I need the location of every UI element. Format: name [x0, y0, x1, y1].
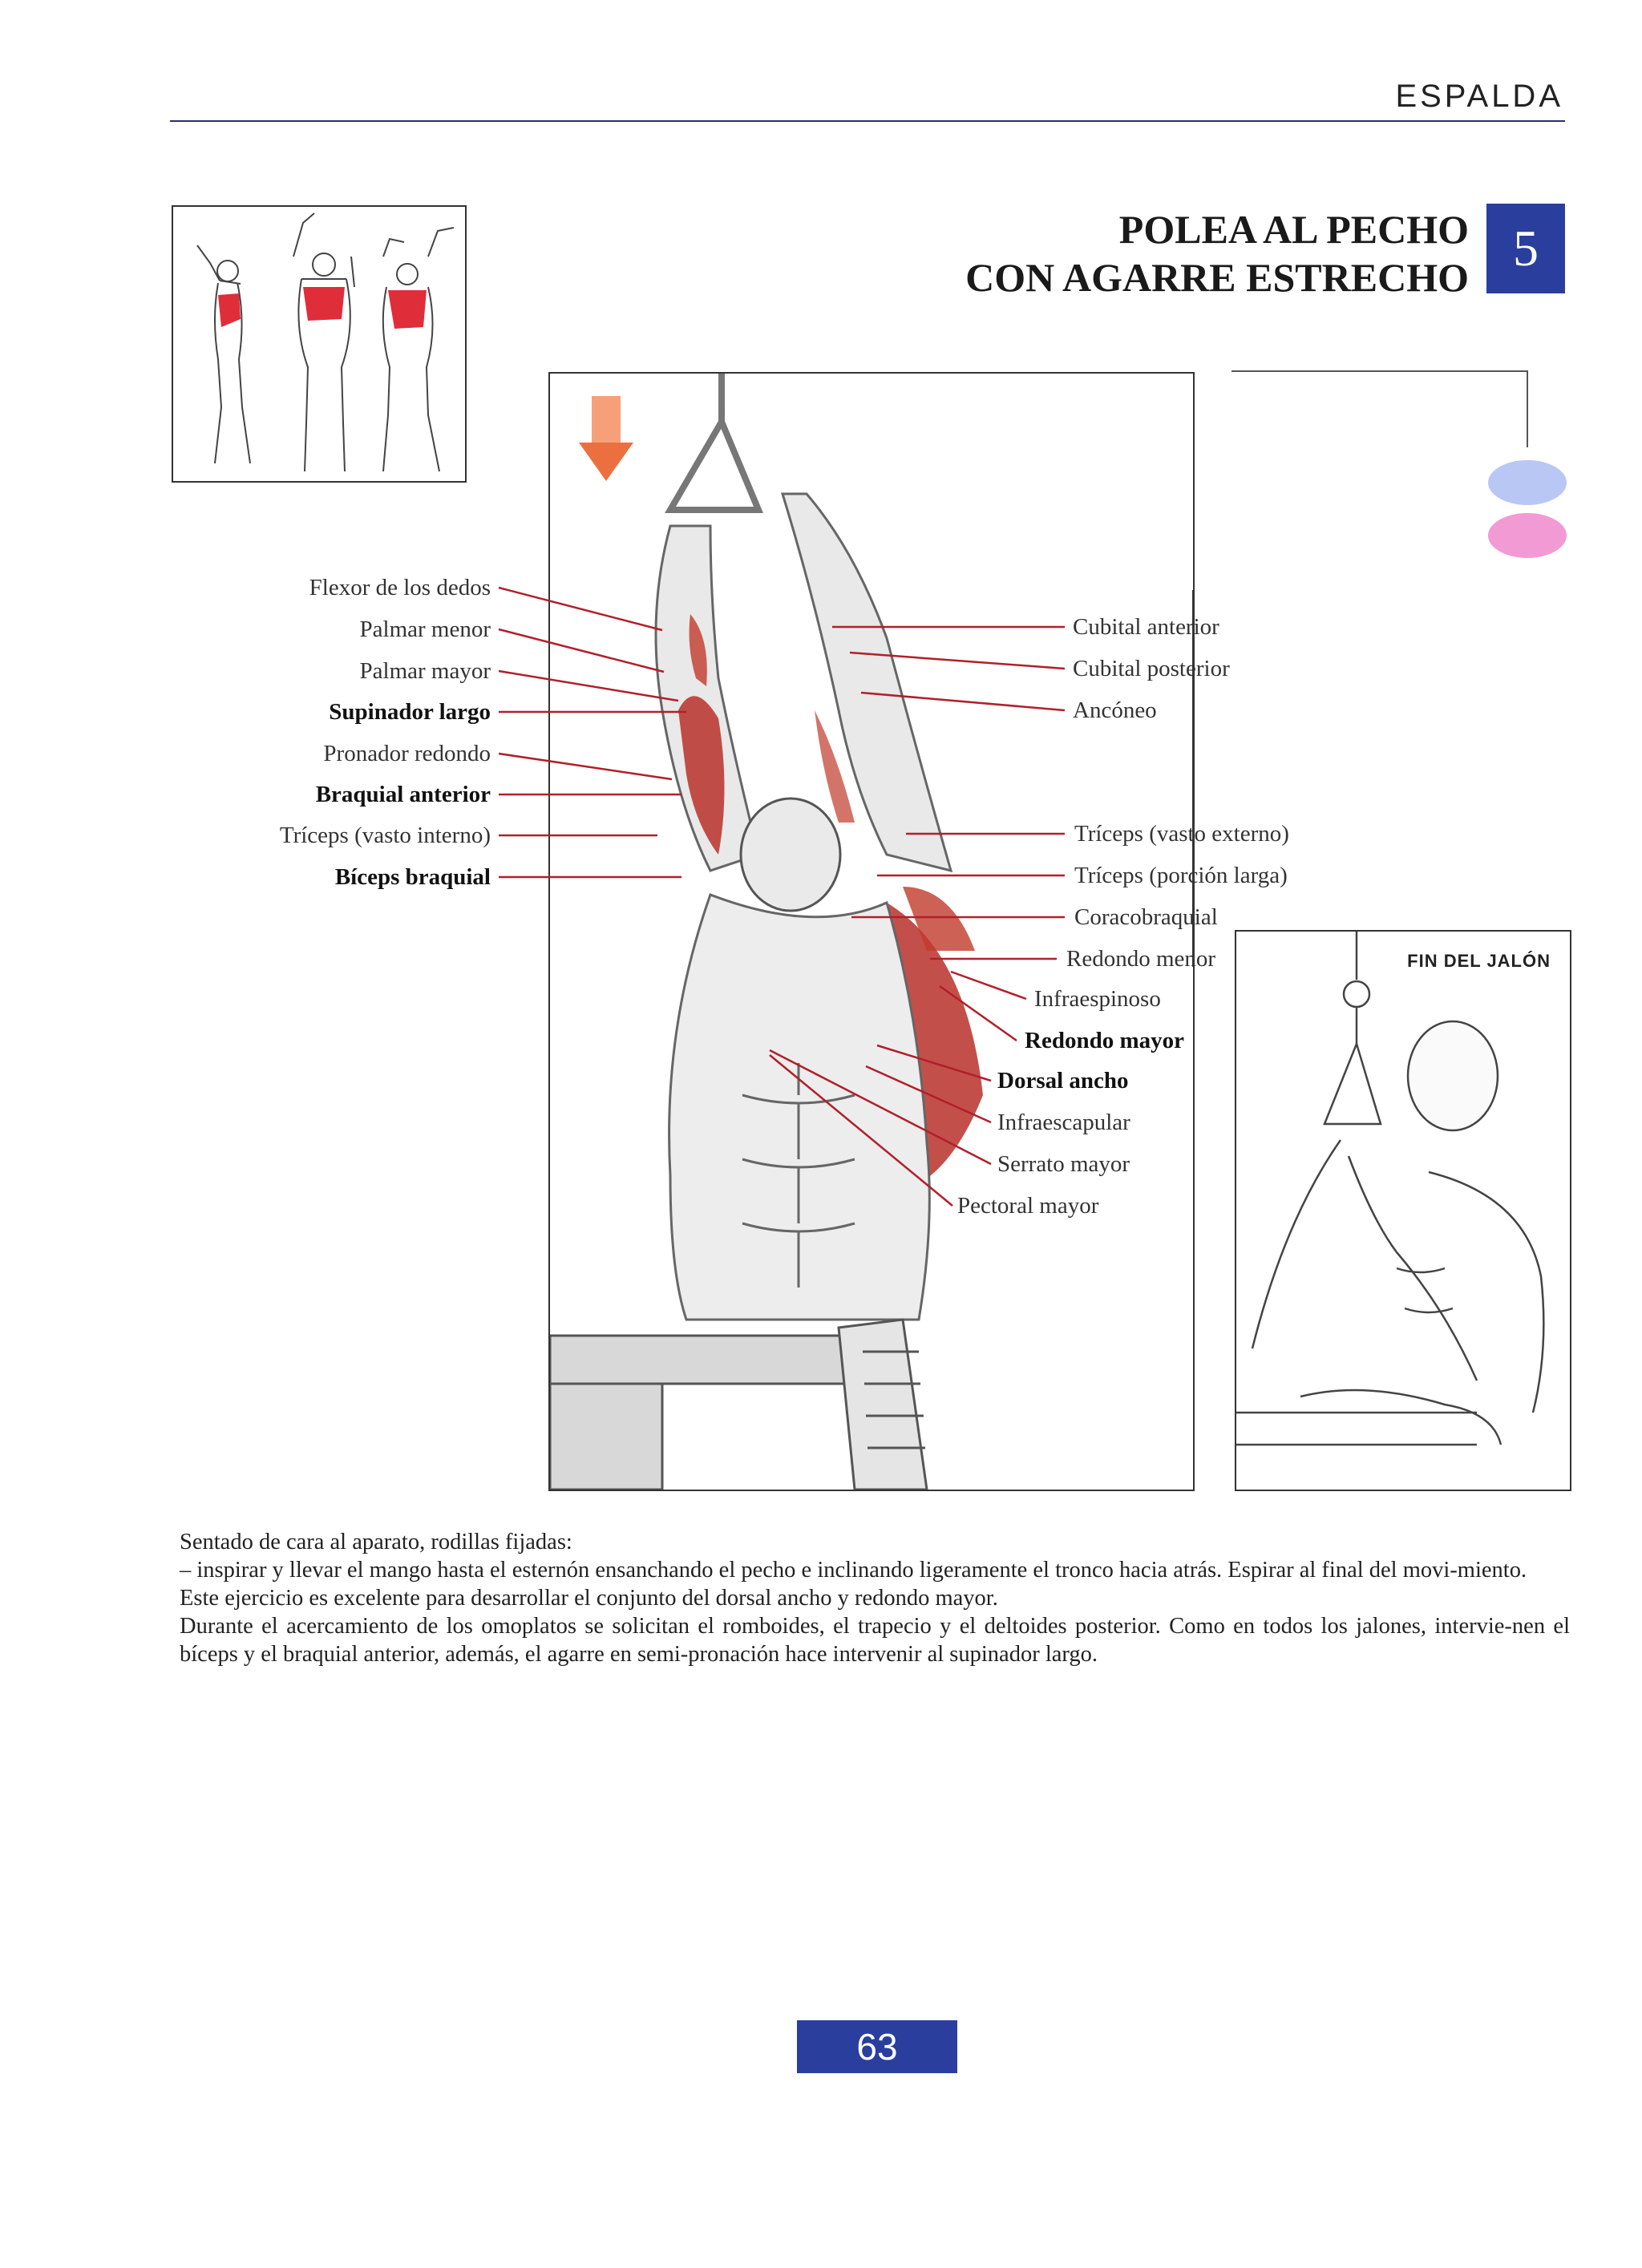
athlete-torso — [668, 893, 931, 1321]
label-infraescapular: Infraescapular — [997, 1110, 1130, 1135]
cable-handle — [665, 374, 764, 513]
legend-pink-oval — [1488, 513, 1567, 558]
legend-blue-oval — [1488, 460, 1567, 505]
label-biceps-braquial: Bíceps braquial — [334, 864, 491, 890]
label-cubital-posterior: Cubital posterior — [1073, 656, 1230, 681]
legend-rule-horizontal — [1232, 370, 1528, 372]
label-cubital-anterior: Cubital anterior — [1073, 614, 1219, 640]
label-triceps-porcion-larga: Tríceps (porción larga) — [1074, 863, 1288, 888]
description-paragraph-3: Este ejercicio es excelente para desarro… — [180, 1586, 998, 1611]
label-anconeo: Ancóneo — [1073, 697, 1157, 723]
label-pectoral-mayor: Pectoral mayor — [957, 1193, 1099, 1219]
header-rule — [170, 120, 1565, 122]
label-redondo-menor: Redondo menor — [1066, 946, 1216, 972]
thumb-muscle-highlight-3 — [388, 290, 427, 329]
label-serrato-mayor: Serrato mayor — [997, 1151, 1130, 1177]
label-infraespinoso: Infraespinoso — [1034, 986, 1161, 1012]
athlete-head — [739, 797, 842, 912]
page-number: 63 — [797, 2020, 957, 2073]
label-coracobraquial: Coracobraquial — [1074, 904, 1218, 930]
title-line-2: CON AGARRE ESTRECHO — [965, 255, 1469, 300]
label-pronador-redondo: Pronador redondo — [323, 741, 491, 766]
muscle-thumbnail-figure — [172, 205, 467, 483]
end-figure-drawing — [1236, 932, 1545, 1446]
end-position-label: FIN DEL JALÓN — [1407, 951, 1551, 971]
pull-direction-arrow — [579, 396, 633, 481]
title-line-1: POLEA AL PECHO — [1118, 207, 1469, 252]
description-paragraph-1: Sentado de cara al aparato, rodillas fij… — [180, 1530, 572, 1554]
description-paragraph-4: Durante el acercamiento de los omoplatos… — [180, 1614, 1570, 1667]
main-anatomy-figure — [548, 372, 1195, 1491]
label-triceps-vasto-externo: Tríceps (vasto externo) — [1074, 821, 1289, 847]
legend-rule-vertical — [1527, 370, 1528, 447]
exercise-description: Sentado de cara al aparato, rodillas fij… — [180, 1528, 1570, 1668]
triceps-muscle-highlight — [815, 710, 855, 823]
exercise-title: POLEA AL PECHO CON AGARRE ESTRECHO — [965, 205, 1469, 301]
right-arm — [780, 492, 953, 873]
label-palmar-mayor: Palmar mayor — [359, 658, 491, 684]
label-flexor-dedos: Flexor de los dedos — [309, 575, 491, 600]
label-triceps-vasto-interno: Tríceps (vasto interno) — [279, 823, 491, 848]
end-position-figure: FIN DEL JALÓN — [1235, 930, 1571, 1491]
label-braquial-anterior: Braquial anterior — [315, 782, 491, 807]
biceps-muscle-highlight — [678, 696, 725, 855]
thumb-figure-front — [293, 212, 355, 472]
machine-seat — [550, 1318, 928, 1490]
label-palmar-menor: Palmar menor — [359, 617, 491, 642]
supinator-muscle-highlight — [689, 614, 707, 686]
section-header: ESPALDA — [1395, 79, 1563, 114]
thumb-figure-side-left — [196, 245, 251, 464]
thumb-muscle-highlight-2 — [303, 287, 345, 321]
exercise-number-badge: 5 — [1486, 204, 1565, 293]
label-supinador-largo: Supinador largo — [329, 699, 491, 725]
label-redondo-mayor: Redondo mayor — [1025, 1028, 1184, 1053]
thumb-figure-back — [382, 227, 455, 472]
label-dorsal-ancho: Dorsal ancho — [997, 1068, 1129, 1094]
description-paragraph-2: – inspirar y llevar el mango hasta el es… — [180, 1558, 1527, 1583]
thumb-muscle-highlight-1 — [218, 293, 241, 327]
teres-major-muscle-highlight — [903, 887, 975, 951]
